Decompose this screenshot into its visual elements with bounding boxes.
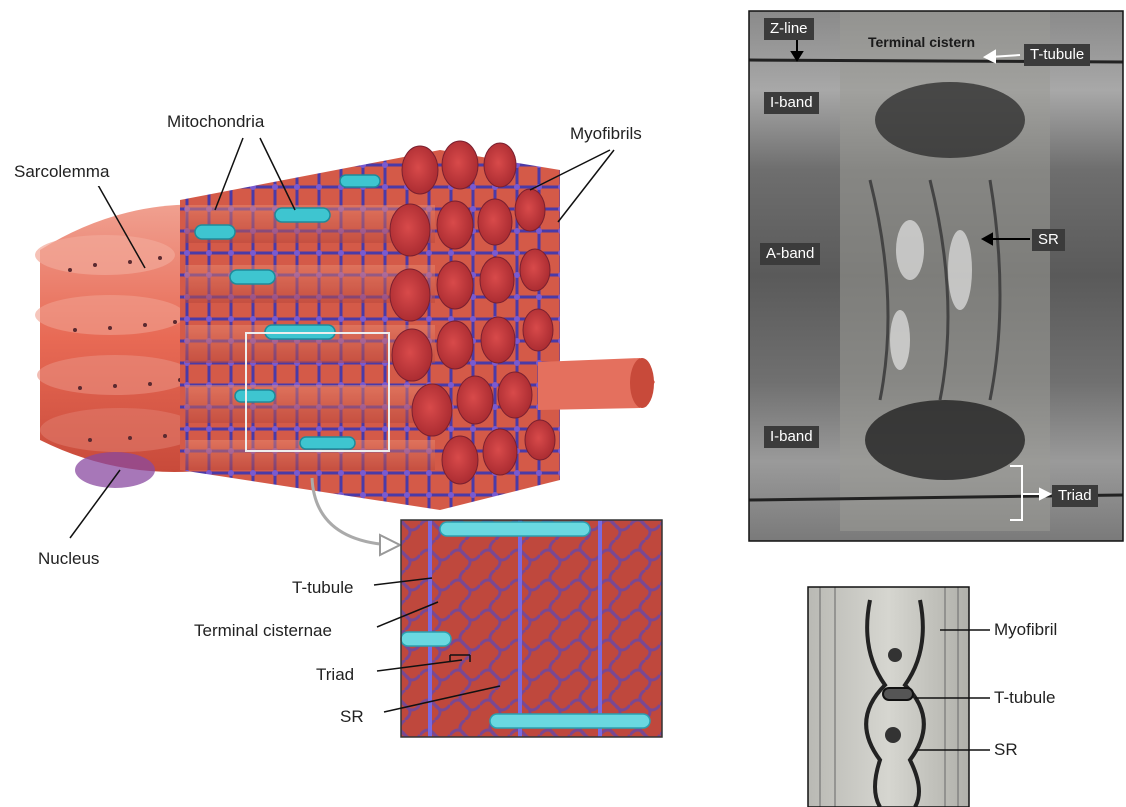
em-label-i-band-bottom: I-band: [764, 426, 819, 448]
em-label-a-band: A-band: [760, 243, 820, 265]
em-label-triad: Triad: [1052, 485, 1098, 507]
label-inset-t-tubule: T-tubule: [282, 574, 363, 602]
label-inset-sr: SR: [330, 703, 374, 731]
em-label-terminal-cistern: Terminal cistern: [868, 32, 975, 52]
inset-zoom-image: [401, 520, 662, 737]
small-label-t-tubule: T-tubule: [994, 688, 1055, 708]
label-sarcolemma: Sarcolemma: [4, 158, 119, 186]
label-nucleus: Nucleus: [28, 545, 109, 573]
nucleus-shape: [75, 452, 155, 488]
muscle-fiber-illustration: [35, 141, 655, 555]
em-label-t-tubule: T-tubule: [1024, 44, 1090, 66]
em-label-z-line: Z-line: [764, 18, 814, 40]
label-mitochondria: Mitochondria: [157, 108, 274, 136]
em-label-sr: SR: [1032, 229, 1065, 251]
small-label-myofibril: Myofibril: [994, 620, 1057, 640]
label-myofibrils: Myofibrils: [560, 120, 652, 148]
label-inset-triad: Triad: [306, 661, 364, 689]
small-label-sr: SR: [994, 740, 1018, 760]
em-label-i-band-top: I-band: [764, 92, 819, 114]
label-inset-terminal-cisternae: Terminal cisternae: [184, 617, 342, 645]
small-micrograph: [808, 587, 990, 807]
em-micrograph: [749, 11, 1123, 541]
